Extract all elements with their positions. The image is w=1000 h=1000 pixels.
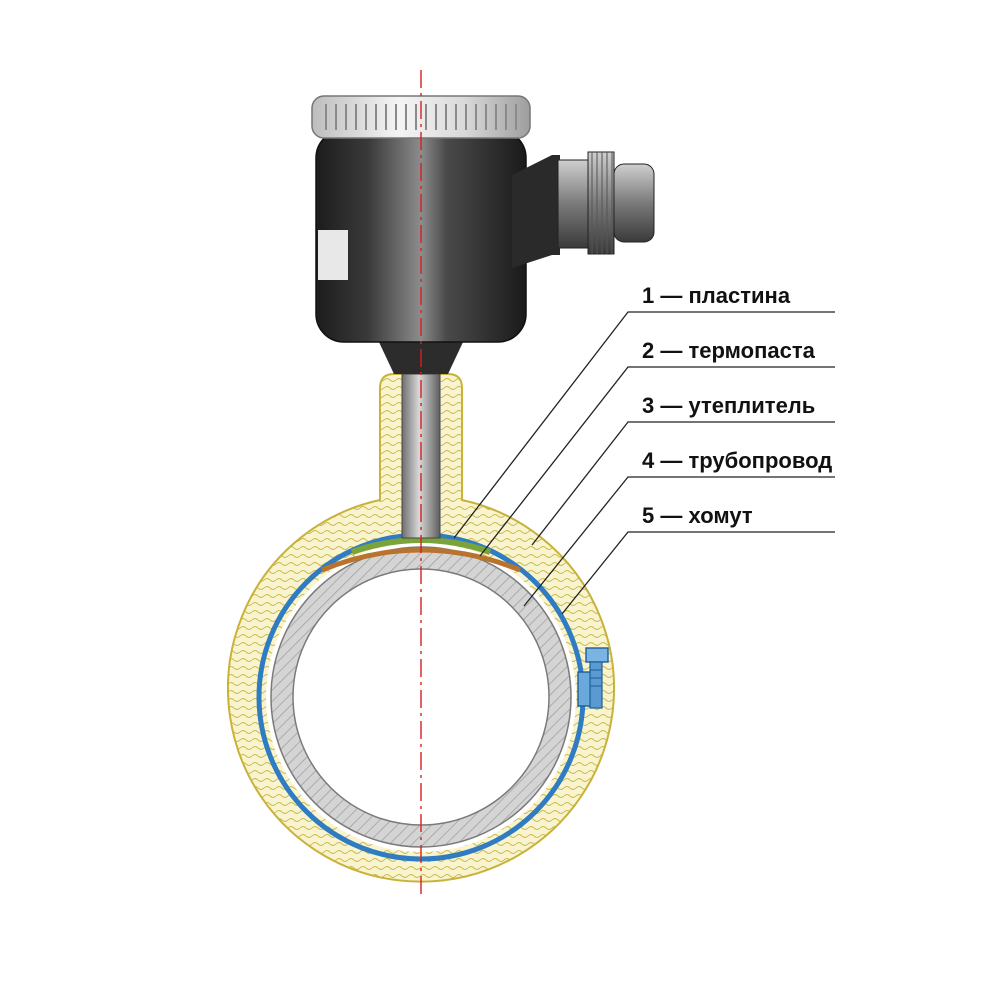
callout-1-label: 1 — пластина xyxy=(642,283,791,308)
callout-1: 1 — пластина xyxy=(453,283,835,539)
callout-5-label: 5 — хомут xyxy=(642,503,753,528)
callout-2-label: 2 — термопаста xyxy=(642,338,816,363)
callout-3: 3 — утеплитель xyxy=(531,393,835,546)
clamp-screw xyxy=(577,647,609,709)
callout-3-label: 3 — утеплитель xyxy=(642,393,815,418)
callout-5: 5 — хомут xyxy=(561,503,835,615)
callout-4-label: 4 — трубопровод xyxy=(642,448,832,473)
nameplate xyxy=(318,230,348,280)
callout-2: 2 — термопаста xyxy=(479,338,835,557)
sensor-housing xyxy=(315,129,655,343)
callout-4: 4 — трубопровод xyxy=(523,448,835,607)
cable-gland xyxy=(512,151,655,268)
